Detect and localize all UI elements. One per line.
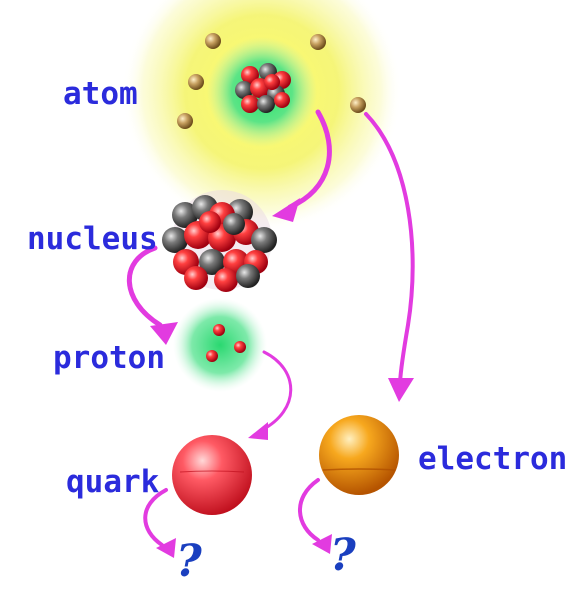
quark-particle: [206, 350, 218, 362]
arrowheads: [150, 198, 414, 558]
quark-unknown-question-mark: ?: [176, 536, 202, 587]
arrowhead-atom-to-nucleus: [272, 198, 300, 222]
quark-label: quark: [66, 464, 160, 500]
atom-electron-particle: [205, 33, 221, 49]
atom-illustration: [122, 0, 402, 232]
quark-particle: [213, 324, 225, 336]
arrows: [126, 109, 415, 547]
quark-particle: [234, 341, 246, 353]
arrowhead-quark-to-unknown: [156, 538, 176, 558]
atom-electron-particle: [310, 34, 326, 50]
proton-glow: [173, 298, 267, 392]
electron-label: electron: [418, 441, 568, 477]
arrowhead-atom-to-electron: [388, 378, 414, 402]
atom-electron-particle: [188, 74, 204, 90]
atom-label: atom: [63, 76, 138, 112]
arrowhead-electron-to-unknown: [312, 534, 332, 554]
proton-label: proton: [53, 340, 165, 376]
arrowhead-nucleus-to-proton: [150, 322, 178, 345]
nucleus-label: nucleus: [27, 221, 158, 257]
arrowhead-proton-to-quark: [248, 422, 268, 440]
proton-illustration: [173, 298, 267, 392]
arrow-nucleus-to-proton: [126, 245, 163, 328]
atom-nucleus-cluster: [235, 63, 291, 113]
nucleus-illustration: [162, 190, 277, 292]
electron-sphere: [319, 415, 399, 495]
electron-unknown-question-mark: ?: [330, 530, 356, 581]
atom-electron-particle: [350, 97, 366, 113]
arrow-proton-to-quark: [260, 350, 293, 432]
arrow-atom-to-nucleus: [287, 109, 332, 210]
arrow-quark-to-unknown: [143, 488, 168, 547]
quark-illustration: [172, 435, 252, 515]
arrow-electron-to-unknown: [298, 478, 320, 542]
quark-sphere: [172, 435, 252, 515]
atom-electron-particle: [177, 113, 193, 129]
arrow-atom-to-electron: [364, 112, 415, 387]
electron-illustration: [319, 415, 399, 495]
